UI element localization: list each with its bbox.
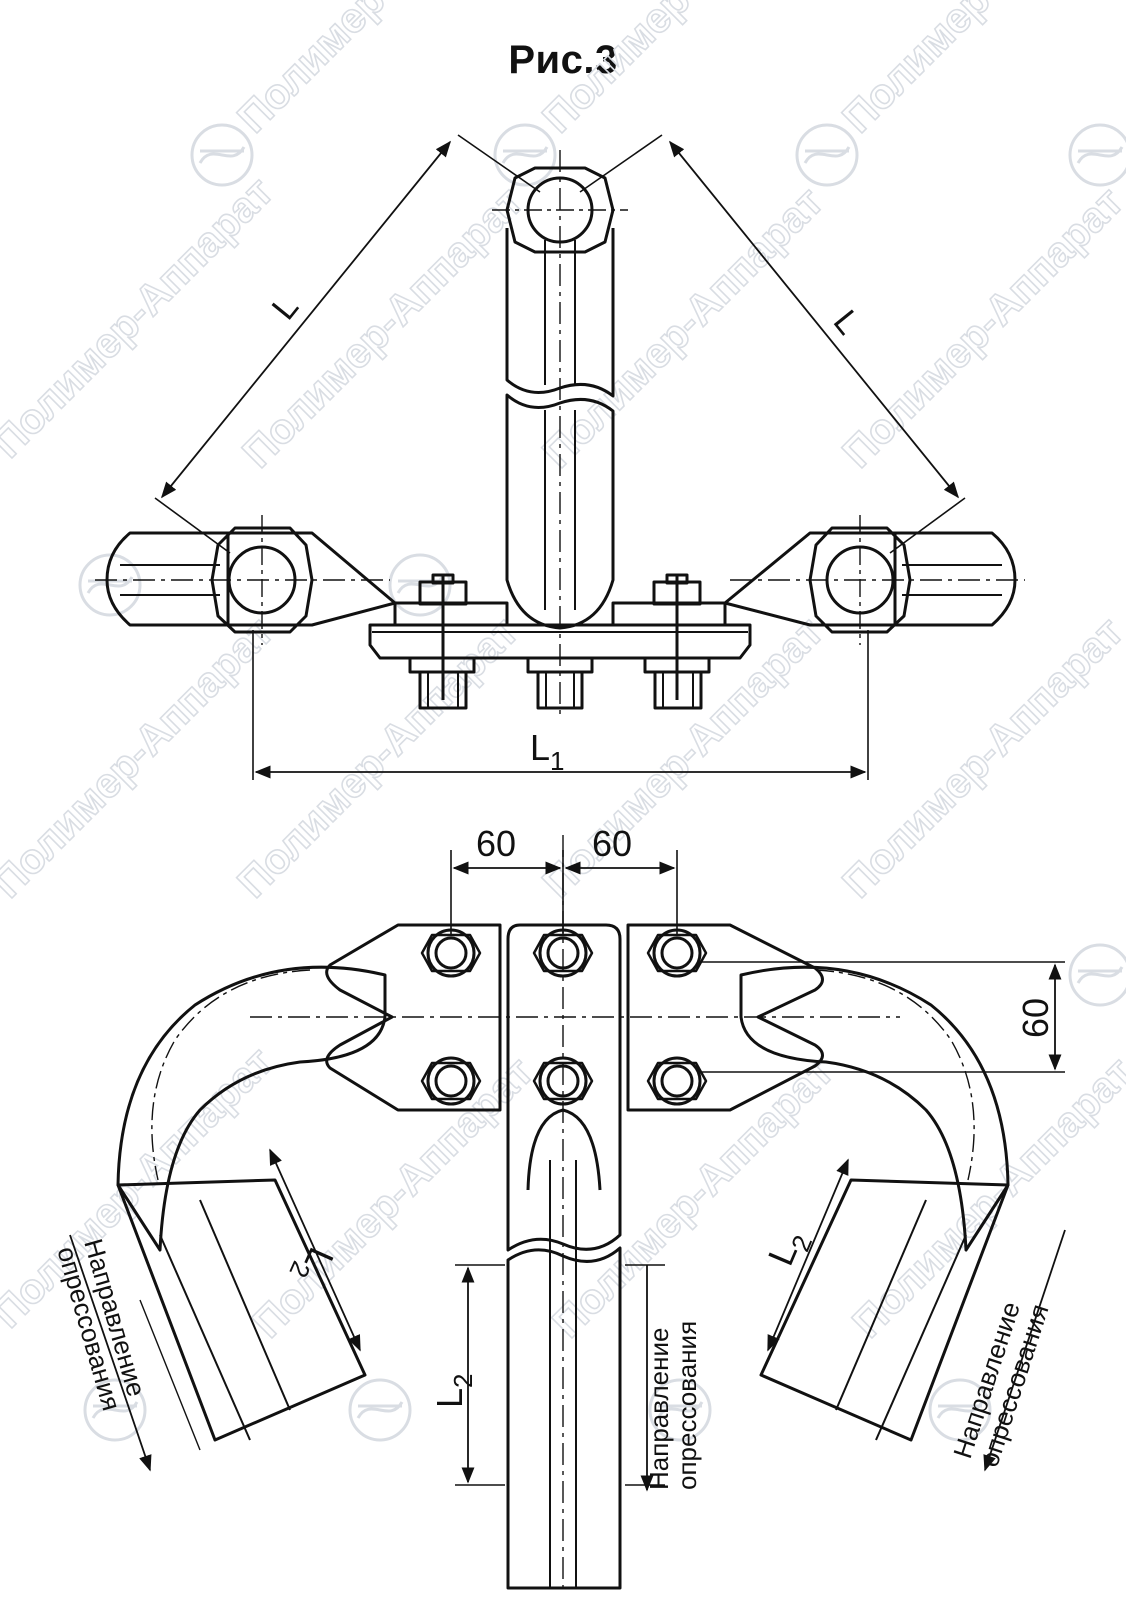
bolt-head [420,1056,482,1106]
pressing-direction-label-line1: Направление [644,1328,674,1490]
pressing-direction-center: Направление опрессования [640,1265,702,1492]
dimension-subscript-2-center: 2 [448,1374,478,1388]
bolt-head [420,928,482,978]
watermark-text: Полимер-Аппарат [0,168,282,467]
right-branch-pipe [723,515,1025,645]
dimension-L2-right: L2 [760,1158,849,1352]
top-eye-connector [492,166,628,254]
dimension-L2-center: L2 [429,1264,665,1486]
bolt-left [408,573,476,710]
dimension-bolt-spacing: 60 60 [450,823,678,935]
watermark-text: Полимер-Аппарат [228,0,527,141]
left-bend-conductor [116,965,387,1451]
dimension-row-spacing: 60 [700,961,1065,1073]
bolt-head [532,1056,594,1106]
svg-text:L1: L1 [530,727,565,776]
dimension-L1: L1 [252,630,869,780]
dimension-label-L2-center: L [429,1388,470,1408]
bolt-head [646,1056,708,1106]
pressing-direction-label-line2: опрессования [672,1321,702,1490]
svg-text:Направление опрессов: Направление опрессования [644,1320,702,1490]
watermark-text: Полимер-Аппарат [543,1048,842,1347]
dimension-label-L: L [265,288,306,327]
bolt-head [532,928,594,978]
bolt-center [526,656,594,710]
bottom-view: 60 60 60 [51,823,1066,1590]
bolt-right [643,573,711,710]
left-branch-pipe [95,515,397,645]
top-view: L L [95,134,1025,780]
dimension-label-60-right: 60 [592,823,632,864]
pressing-direction-left: Направление опрессования [51,1234,154,1472]
figure-title: Рис.3 [508,38,618,82]
dimension-label-L: L [826,303,867,342]
watermark-text: Полимер-Аппарат [233,178,532,477]
watermark-text: Полимер-Аппарат [833,0,1126,141]
watermark-text: Полимер-Аппарат [533,608,832,907]
dimension-label-L1: L [530,727,550,768]
pressing-direction-right: Направление опрессования [947,1229,1066,1472]
watermark-text: Полимер-Аппарат [243,1048,542,1347]
watermark-text: Полимер-Аппарат [533,178,832,477]
watermark-text: Полимер-Аппарат [833,608,1126,907]
bolt-head [646,928,708,978]
watermark-text: Полимер-Аппарат [843,1048,1126,1347]
center-plate [506,923,622,1590]
svg-text:L2: L2 [429,1374,478,1409]
watermark-text: Полимер-Аппарат [833,178,1126,477]
watermark-text: Полимер-Аппарат [533,0,832,141]
left-plate [325,923,502,1112]
svg-text:Направление опрессов: Направление опрессования [51,1235,154,1414]
dimension-subscript-1: 1 [550,746,564,776]
right-plate [626,923,824,1112]
right-bend-conductor [739,965,1010,1442]
dimension-label-60-left: 60 [476,823,516,864]
dimension-label-60-vertical: 60 [1015,998,1056,1038]
